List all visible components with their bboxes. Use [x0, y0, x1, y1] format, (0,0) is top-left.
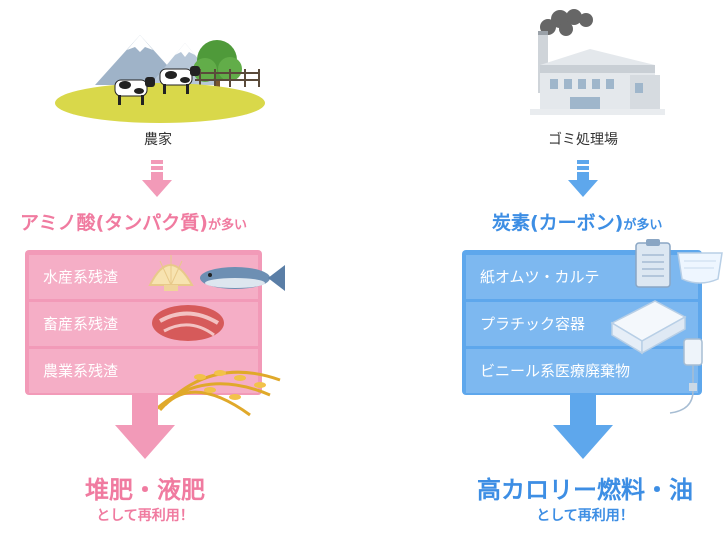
rice-plant-icon: [148, 370, 281, 417]
result-sub-fuel: として再利用！: [536, 508, 634, 524]
headline-main: 炭素(カーボン): [492, 212, 624, 234]
list-item: ビニール系医療廃棄物: [466, 349, 698, 393]
field-shape: [55, 83, 265, 123]
result-sub-compost: として再利用！: [96, 508, 194, 524]
fish-icon: [200, 265, 285, 291]
list-item: 畜産系残渣: [29, 302, 258, 346]
plastic-container-icon: [610, 300, 687, 355]
chimney-shape: [538, 31, 548, 93]
source-label-farm: 農家: [144, 132, 172, 148]
headline-suffix: が多い: [623, 218, 663, 233]
cow-icon: [159, 66, 200, 94]
arrow-down-icon: [553, 395, 613, 459]
scallop-shell-icon: [148, 255, 194, 291]
result-title-compost: 堆肥・液肥: [85, 476, 205, 504]
factory-illustration: [530, 9, 665, 115]
result-title-fuel: 高カロリー燃料・油: [477, 476, 693, 504]
iv-bag-icon: [669, 338, 703, 414]
meat-icon: [152, 305, 224, 341]
headline-carbon: 炭素(カーボン)が多い: [492, 208, 662, 235]
source-label-plant: ゴミ処理場: [548, 132, 618, 148]
headline-amino: アミノ酸(タンパク質)が多い: [20, 208, 247, 235]
cow-icon: [114, 77, 155, 105]
medical-illustrations: [610, 239, 723, 414]
headline-main: アミノ酸(タンパク質): [20, 212, 208, 234]
arrow-down-icon: [142, 160, 172, 197]
headline-suffix: が多い: [208, 218, 248, 233]
diaper-icon: [677, 252, 723, 284]
farm-illustration: [55, 35, 265, 123]
food-illustrations: [148, 255, 285, 417]
arrow-down-icon: [115, 395, 175, 459]
arrow-down-icon: [568, 160, 598, 197]
clipboard-icon: [635, 239, 671, 288]
